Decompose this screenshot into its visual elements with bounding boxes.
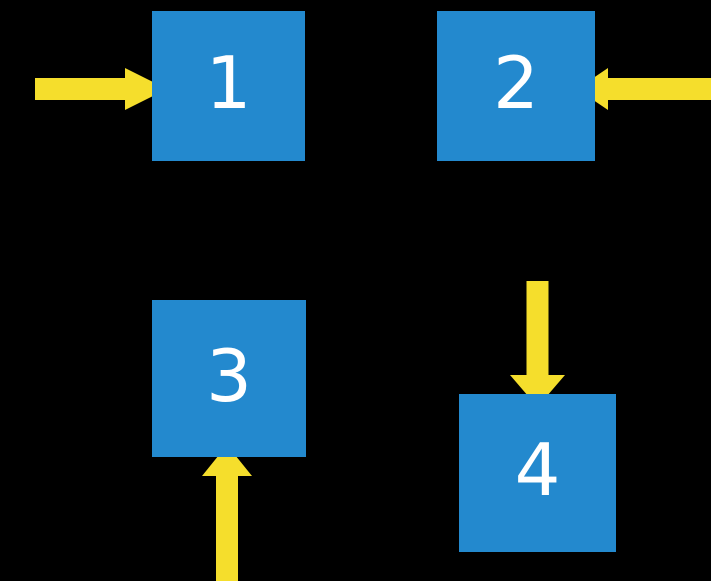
node-box-1[interactable]: 1	[152, 11, 305, 161]
node-box-3-label: 3	[206, 333, 252, 418]
arrow-into-node-2-glyph	[577, 68, 711, 110]
arrow-into-node-3-glyph	[202, 445, 252, 581]
arrow-up-into-node-3	[202, 445, 252, 581]
node-box-4[interactable]: 4	[459, 394, 616, 552]
arrow-into-node-4-glyph	[510, 281, 565, 407]
node-box-2-label: 2	[493, 41, 539, 125]
arrow-right-into-node-1	[35, 68, 167, 110]
node-box-2[interactable]: 2	[437, 11, 595, 161]
arrow-left-into-node-2	[577, 68, 711, 110]
node-box-3[interactable]: 3	[152, 300, 306, 457]
node-box-1-label: 1	[205, 41, 252, 125]
arrow-into-node-1-glyph	[35, 68, 167, 110]
node-box-4-label: 4	[514, 428, 561, 512]
arrow-down-into-node-4	[510, 281, 565, 407]
